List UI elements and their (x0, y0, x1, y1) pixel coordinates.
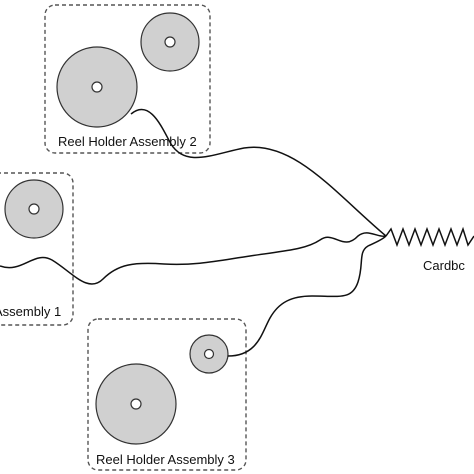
assembly-1-boundary (0, 172, 74, 326)
assembly-2-large-reel-hub (91, 81, 103, 93)
assembly-3-large-reel-hub (130, 398, 142, 410)
reel-holder-assembly-1: Assembly 1 (0, 172, 74, 326)
assembly-1-reel-hub (28, 203, 40, 215)
assembly-3-small-reel-hub (203, 348, 215, 360)
assembly-2-boundary (44, 4, 211, 154)
wire-from-assembly-2 (130, 108, 387, 237)
twisted-strand-zigzag (385, 226, 474, 248)
reel-holder-assembly-2: Reel Holder Assembly 2 (44, 4, 211, 154)
assembly-2-label: Reel Holder Assembly 2 (58, 134, 197, 149)
wire-from-assembly-3 (227, 235, 387, 357)
assembly-3-label: Reel Holder Assembly 3 (96, 452, 235, 467)
reel-holder-assembly-3: Reel Holder Assembly 3 (87, 318, 247, 471)
assembly-3-boundary (87, 318, 247, 471)
assembly-1-label: Assembly 1 (0, 304, 61, 319)
wire-from-assembly-1 (0, 232, 387, 285)
assembly-2-small-reel-hub (164, 36, 176, 48)
cardboard-label: Cardbc (423, 258, 465, 273)
